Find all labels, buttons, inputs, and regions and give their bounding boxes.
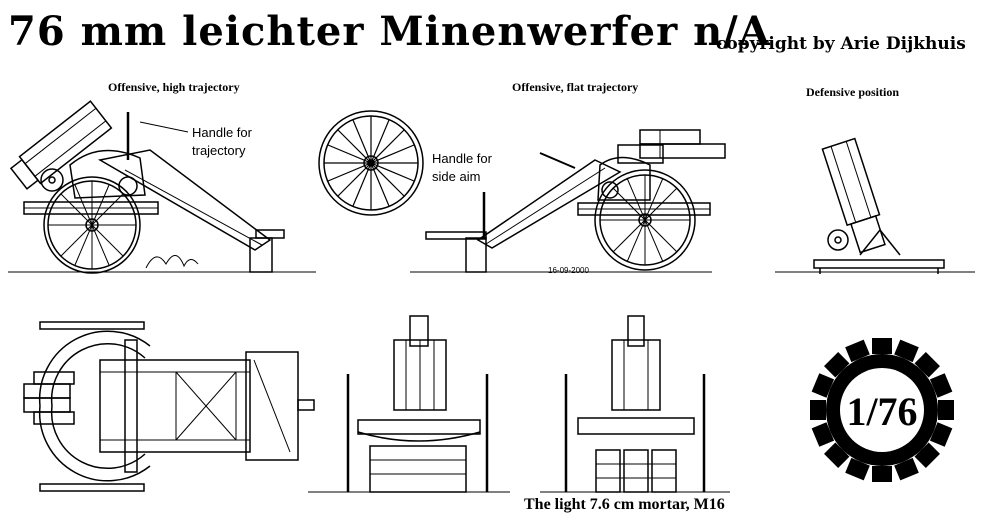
mortar-plan-view-drawing [23,321,315,492]
page-title: 76 mm leichter Minenwerfer n/A [8,8,771,55]
annotation-trajectory-handle-line1: Handle for [192,125,252,140]
view-label-flat-trajectory: Offensive, flat trajectory [512,80,639,94]
scale-label: 1/76 [846,389,917,434]
date-mark: 16-09-2000 [548,266,589,275]
annotation-trajectory-handle: Handle for trajectory [192,124,252,160]
mortar-front-view-drawing [308,315,510,493]
mortar-high-trajectory-drawing [8,100,316,274]
annotation-side-aim-handle-line2: side aim [432,169,481,184]
annotation-side-aim-handle-line1: Handle for [432,151,492,166]
scale-cog-emblem: 1/76 [810,338,954,482]
mortar-rear-view-drawing [540,315,730,493]
annotation-side-aim-handle: Handle for side aim [432,150,492,186]
copyright-notice: copyright by Arie Dijkhuis [716,34,966,54]
wheel-front-drawing [318,110,424,216]
mortar-flat-trajectory-drawing [410,129,726,273]
view-label-defensive: Defensive position [806,85,899,99]
view-label-high-trajectory: Offensive, high trajectory [108,80,240,94]
drawing-caption: The light 7.6 cm mortar, M16 [524,496,725,513]
annotation-trajectory-handle-line2: trajectory [192,143,246,158]
mortar-defensive-drawing [775,137,975,274]
